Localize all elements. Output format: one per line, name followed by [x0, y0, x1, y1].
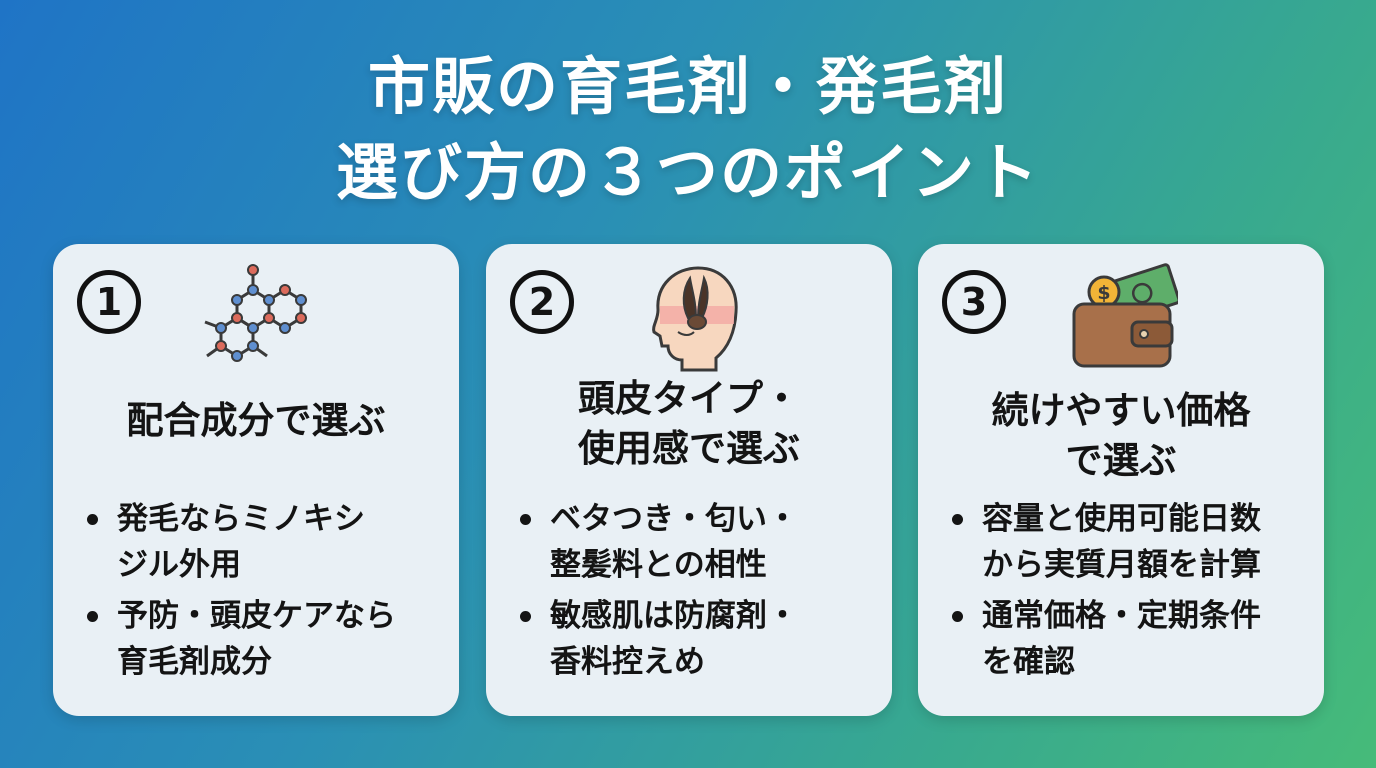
point-card-price: 3 $ 続けやすい価格 で選ぶ 容量と使用可能日数 から実質月額を計算 通常価格…: [918, 244, 1324, 716]
point-heading: 頭皮タイプ・ 使用感で選ぶ: [496, 374, 882, 474]
point-number-badge: 2: [510, 270, 574, 334]
bullet-line: 予防・頭皮ケアなら: [117, 598, 396, 634]
bullet-line: ベタつき・匂い・: [550, 501, 798, 537]
bullet-item: 敏感肌は防腐剤・ 香料控えめ: [514, 593, 882, 685]
bullet-item: 発毛ならミノキシ ジル外用: [81, 496, 449, 588]
point-card-ingredients: 1 配合成分で選ぶ: [53, 244, 459, 716]
bullet-line: 通常価格・定期条件: [982, 598, 1261, 634]
bullet-line: から実質月額を計算: [982, 547, 1261, 583]
bullet-item: 通常価格・定期条件 を確認: [946, 593, 1314, 685]
heading-line: で選ぶ: [1065, 439, 1177, 482]
point-heading: 配合成分で選ぶ: [63, 396, 449, 446]
point-card-scalp-type: 2 頭皮タイプ・ 使用感で選ぶ ベタつき・匂い・ 整髪料との相性 敏感肌は防腐剤…: [486, 244, 892, 716]
bullet-item: ベタつき・匂い・ 整髪料との相性: [514, 496, 882, 588]
svg-text:$: $: [1097, 282, 1110, 304]
bullet-list: 容量と使用可能日数 から実質月額を計算 通常価格・定期条件 を確認: [946, 496, 1314, 690]
bullet-line: 香料控えめ: [550, 644, 705, 680]
bullet-item: 予防・頭皮ケアなら 育毛剤成分: [81, 593, 449, 685]
wallet-money-icon: $: [1072, 263, 1178, 368]
bullet-line: 整髪料との相性: [550, 547, 767, 583]
bullet-line: 育毛剤成分: [117, 644, 272, 680]
page-title: 市販の育毛剤・発毛剤 選び方の３つのポイント: [0, 44, 1376, 216]
bullet-line: ジル外用: [117, 547, 241, 583]
molecule-icon: [204, 264, 307, 362]
bullet-list: 発毛ならミノキシ ジル外用 予防・頭皮ケアなら 育毛剤成分: [81, 496, 449, 690]
heading-line: 使用感で選ぶ: [578, 427, 800, 470]
bullet-line: 容量と使用可能日数: [982, 501, 1261, 537]
scalp-cross-section-icon: [652, 266, 738, 372]
title-line-2: 選び方の３つのポイント: [335, 136, 1040, 209]
bullet-item: 容量と使用可能日数 から実質月額を計算: [946, 496, 1314, 588]
title-line-1: 市販の育毛剤・発毛剤: [367, 50, 1008, 123]
bullet-list: ベタつき・匂い・ 整髪料との相性 敏感肌は防腐剤・ 香料控えめ: [514, 496, 882, 690]
bullet-line: 発毛ならミノキシ: [117, 501, 365, 537]
point-number-badge: 3: [942, 270, 1006, 334]
bullet-line: 敏感肌は防腐剤・: [550, 598, 798, 634]
point-heading: 続けやすい価格 で選ぶ: [928, 386, 1314, 486]
heading-line: 頭皮タイプ・: [578, 377, 800, 420]
heading-line: 配合成分で選ぶ: [126, 399, 386, 442]
point-number-badge: 1: [77, 270, 141, 334]
heading-line: 続けやすい価格: [991, 389, 1251, 432]
bullet-line: を確認: [982, 644, 1075, 680]
